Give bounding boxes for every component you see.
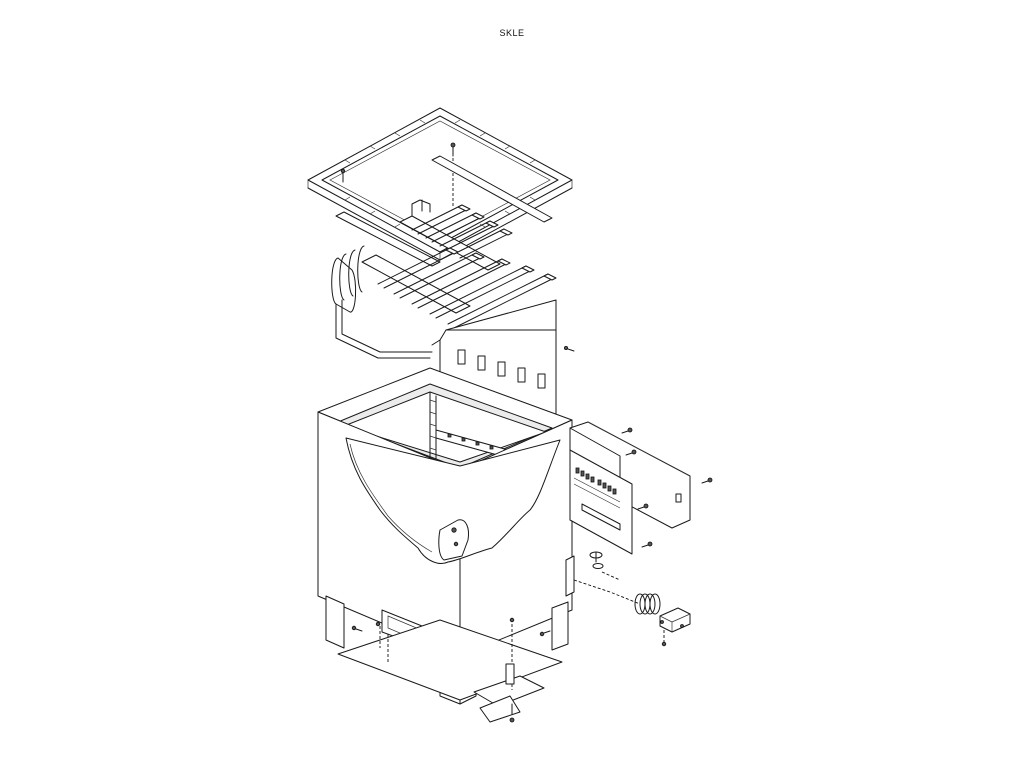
- diagram-title: SKLE: [499, 28, 525, 38]
- sauna-heater-cabinet: [317, 367, 575, 657]
- temperature-sensor-assembly: [573, 571, 691, 647]
- control-box-screws: [621, 427, 713, 548]
- top-frame: [307, 107, 573, 261]
- base-screws: [351, 617, 551, 723]
- gasket-strip-right: [431, 155, 553, 223]
- frame-screw-left: [340, 168, 346, 183]
- gasket-strip-left: [335, 211, 441, 267]
- guard-screw: [564, 345, 575, 352]
- control-panel: [569, 449, 633, 569]
- heating-element-lower: [331, 245, 557, 361]
